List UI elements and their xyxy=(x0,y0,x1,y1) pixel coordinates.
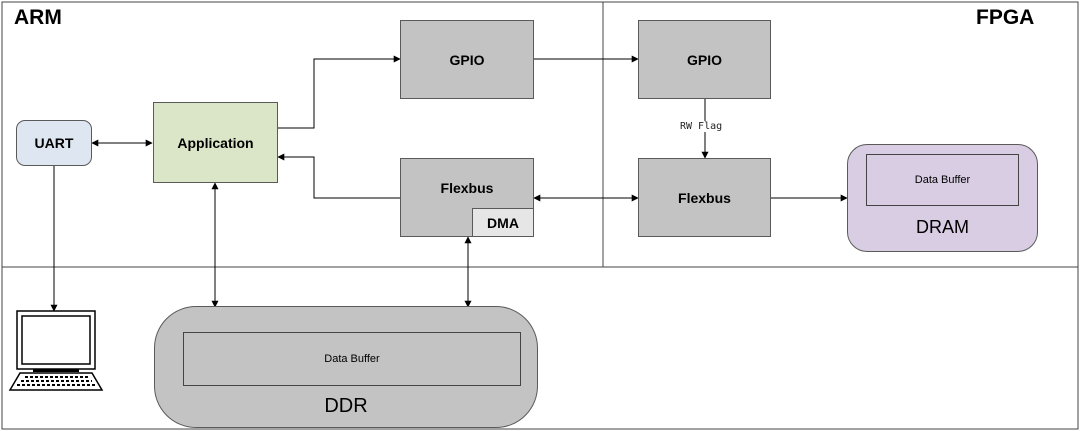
arm-gpio-label: GPIO xyxy=(449,51,485,68)
ddr-label: DDR xyxy=(324,395,368,417)
ddr-block: Data Buffer DDR xyxy=(154,306,538,428)
fpga-flexbus-block: Flexbus xyxy=(638,158,771,237)
uart-block: UART xyxy=(16,120,92,166)
uart-label: UART xyxy=(34,135,74,151)
arm-flexbus-label: Flexbus xyxy=(440,180,494,196)
dma-label: DMA xyxy=(487,214,519,231)
arm-flexbus-block: Flexbus xyxy=(400,158,534,237)
arm-region-label: ARM xyxy=(14,6,62,29)
dram-label: DRAM xyxy=(916,217,969,237)
fpga-gpio-block: GPIO xyxy=(638,20,771,99)
application-label: Application xyxy=(177,134,254,151)
application-block: Application xyxy=(153,102,278,183)
computer-icon xyxy=(8,310,104,391)
dram-buffer-label: Data Buffer xyxy=(914,174,971,186)
fpga-region-label: FPGA xyxy=(976,6,1035,29)
rw-flag-label: RW Flag xyxy=(678,121,725,132)
ddr-data-buffer: Data Buffer xyxy=(183,332,521,386)
app-gpio-connector xyxy=(277,55,401,129)
dma-block: DMA xyxy=(472,208,534,237)
ddr-buffer-label: Data Buffer xyxy=(324,353,380,365)
dram-block: Data Buffer DRAM xyxy=(847,144,1038,252)
arm-gpio-block: GPIO xyxy=(400,20,534,99)
fpga-gpio-label: GPIO xyxy=(686,51,722,68)
flexbus-app-connector xyxy=(277,153,400,199)
fpga-flexbus-label: Flexbus xyxy=(678,189,731,206)
dram-data-buffer: Data Buffer xyxy=(866,154,1019,206)
